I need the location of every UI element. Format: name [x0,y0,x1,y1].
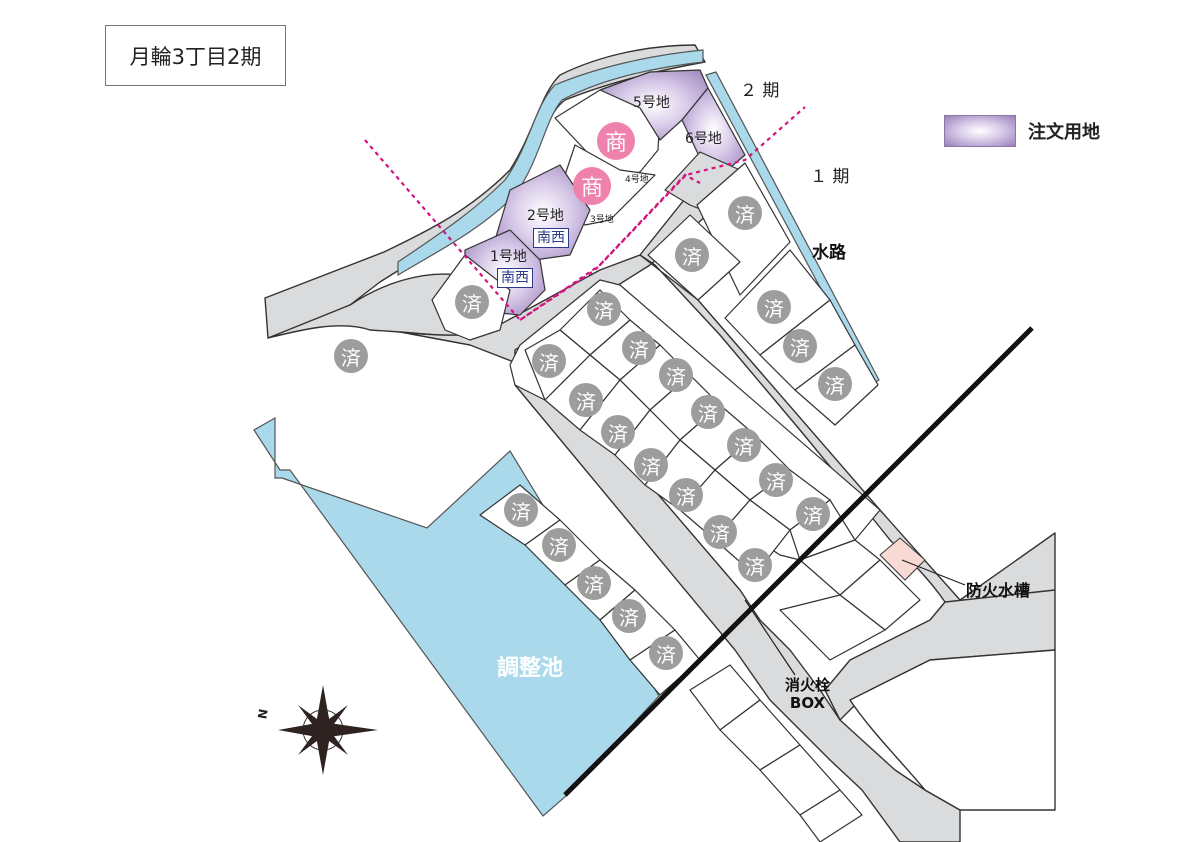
survey-line [563,326,1034,797]
sold-badge: 済 [783,329,817,363]
sold-badge: 済 [612,599,646,633]
lot-3-label: 3号地 [590,215,614,225]
sold-badge: 済 [757,290,791,324]
lot-6-label: 6号地 [685,131,722,147]
lot-5-label: 5号地 [633,95,670,111]
fire-tank-label: 防火水槽 [966,581,1031,600]
sold-badge: 済 [703,515,737,549]
legend-swatch [944,115,1016,147]
fire-tank-leader [901,559,966,586]
sold-badge: 済 [738,548,772,582]
sold-badge: 済 [622,331,656,365]
sold-badge: 済 [818,367,852,401]
sold-badge: 済 [634,448,668,482]
legend: 注文用地 [944,115,1100,147]
sold-badge: 済 [455,285,489,319]
south-lots [689,539,921,842]
hydrant-label-line2: BOX [789,694,826,712]
commercial-badge: 商 [573,167,611,205]
lot-2-orientation-tag: 南西 [533,228,569,248]
legend-label: 注文用地 [1028,122,1100,143]
sold-badge: 済 [542,528,576,562]
phase-2-label: ２ 期 [740,81,780,101]
pond-label: 調整池 [497,656,564,681]
sold-badge: 済 [675,238,709,272]
sold-badge: 済 [649,636,683,670]
sold-badge: 済 [691,395,725,429]
sold-badge: 済 [334,339,368,373]
lot-1-orientation-tag: 南西 [497,268,533,288]
commercial-badge: 商 [597,122,635,160]
hydrant-box-label: 消火栓 BOX [785,676,830,712]
sold-badge: 済 [659,358,693,392]
sold-badge: 済 [728,196,762,230]
fire-tank-plot [879,537,926,581]
phase-boundary [364,106,806,322]
hydrant-leader [744,599,796,676]
north-letter: N [255,707,271,721]
phase-1-label: １ 期 [810,167,850,187]
waterway-label: 水路 [812,243,846,263]
lot-2-label: 2号地 [527,208,564,224]
compass-rose-icon [278,685,378,775]
sold-badge: 済 [796,497,830,531]
sold-badge: 済 [759,463,793,497]
sold-badge: 済 [569,383,603,417]
lot-1-label: 1号地 [490,249,527,265]
waterway-east [705,71,880,385]
sold-badge: 済 [601,415,635,449]
sold-badge: 済 [577,566,611,600]
lot-4-label: 4号地 [625,175,649,185]
sold-badge: 済 [532,344,566,378]
sold-badge: 済 [504,493,538,527]
page-title: 月輪3丁目2期 [105,25,286,86]
sold-badge: 済 [669,478,703,512]
sold-badge: 済 [727,428,761,462]
hydrant-label-line1: 消火栓 [785,676,831,694]
sold-badge: 済 [587,292,621,326]
